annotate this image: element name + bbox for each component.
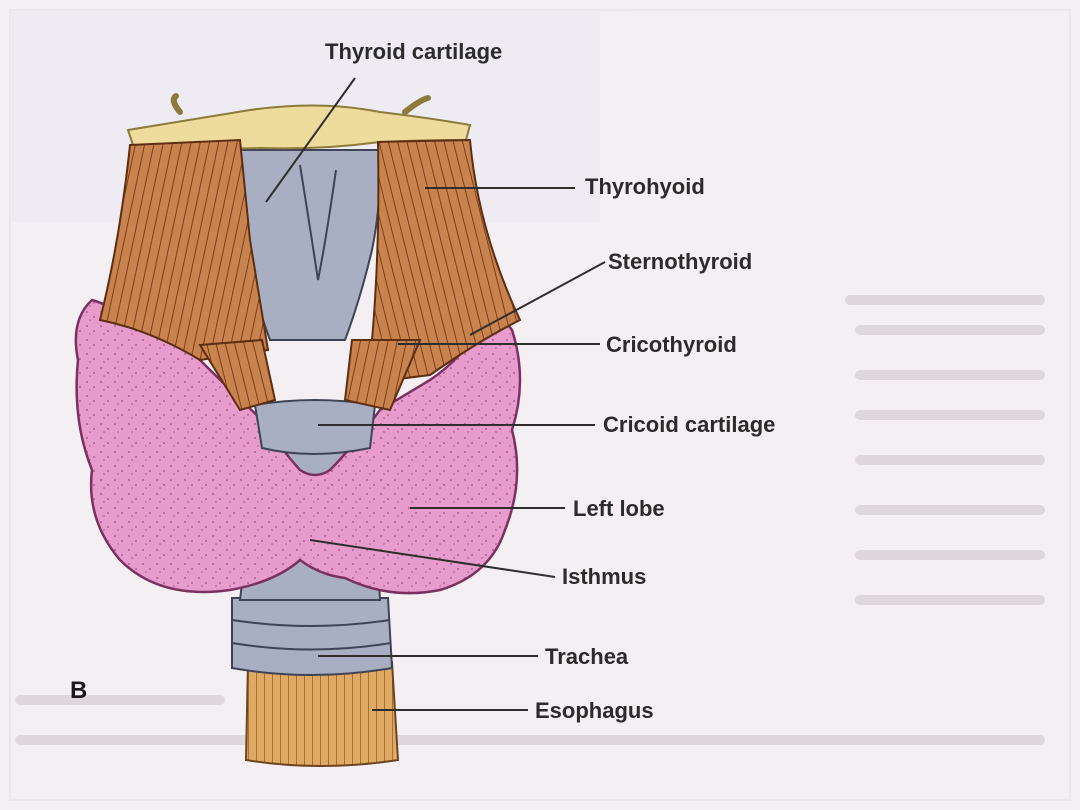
label-esophagus: Esophagus [535,698,654,723]
label-isthmus: Isthmus [562,564,646,589]
label-cricothyroid: Cricothyroid [606,332,737,357]
label-left-lobe: Left lobe [573,496,665,521]
label-trachea: Trachea [545,644,629,669]
label-thyrohyoid: Thyrohyoid [585,174,705,199]
esophagus-shape [246,662,398,766]
panel-letter: B [70,677,87,704]
cricoid-cartilage-shape [255,400,375,454]
label-cricoid-cartilage: Cricoid cartilage [603,412,775,437]
label-thyroid-cartilage: Thyroid cartilage [325,39,502,64]
trachea-shape [232,598,392,675]
label-sternothyroid: Sternothyroid [608,249,752,274]
